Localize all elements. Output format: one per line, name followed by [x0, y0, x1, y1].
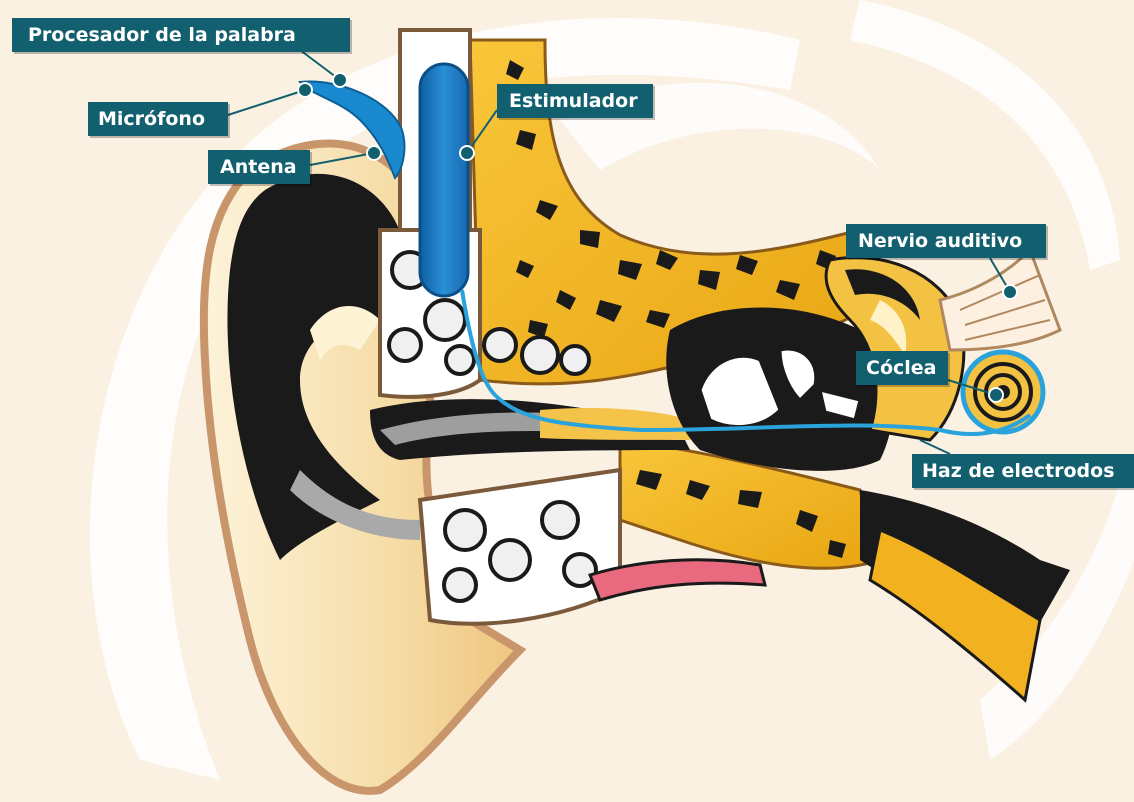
label-procesador-de-la-palabra: Procesador de la palabra — [12, 18, 350, 52]
auditory-nerve — [940, 250, 1060, 350]
label-coclea: Cóclea — [856, 351, 948, 385]
label-estimulador: Estimulador — [497, 84, 653, 118]
label-antena: Antena — [208, 150, 310, 184]
stimulator — [420, 64, 468, 296]
label-nervio-auditivo: Nervio auditivo — [846, 224, 1046, 258]
label-haz-de-electrodos: Haz de electrodos — [912, 454, 1134, 488]
label-microfono: Micrófono — [88, 102, 228, 136]
